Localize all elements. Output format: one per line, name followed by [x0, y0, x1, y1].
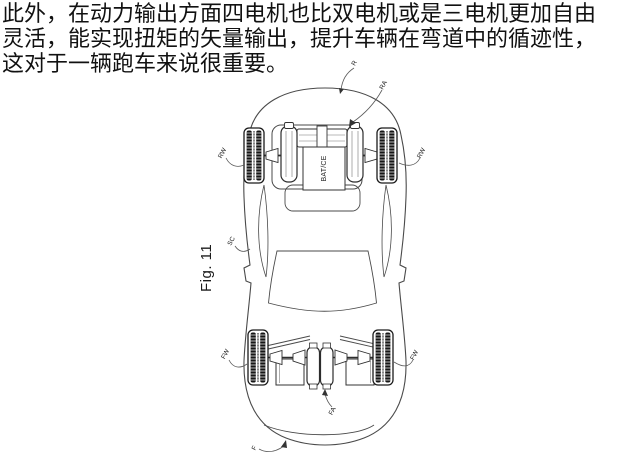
leader-front-axle — [324, 393, 333, 408]
front-motor-right — [319, 346, 334, 387]
article-paragraph: 此外，在动力输出方面四电机也比双电机或是三电机更加自由 灵活，能实现扭矩的矢量输… — [2, 1, 618, 76]
cv-joint — [357, 349, 371, 366]
label-front-wheel-left: FW — [220, 347, 231, 360]
crossbeam-clamp — [316, 125, 328, 151]
side-window-left — [258, 184, 269, 278]
cv-joint — [364, 147, 378, 164]
front-axle-assembly — [265, 335, 385, 390]
front-wheel-right — [372, 329, 394, 386]
leader-rear-wheel-right — [398, 157, 421, 166]
front-motor-cap — [309, 383, 318, 390]
rear-motor-left-cap — [284, 122, 294, 129]
label-rear-body: R — [350, 59, 359, 67]
front-tie-rods — [265, 335, 385, 350]
leader-front-wheel-right — [393, 359, 414, 367]
leader-rear-body — [340, 67, 355, 91]
rear-axle-assembly: BAT/CE — [264, 122, 379, 212]
front-motor-left — [306, 346, 321, 387]
patent-figure: BAT/CE — [198, 59, 428, 452]
front-motor-cap — [309, 342, 318, 349]
front-motor-cap — [322, 342, 331, 349]
cv-joint — [265, 147, 279, 164]
arrowhead — [322, 389, 328, 396]
front-bumper-line — [263, 424, 375, 436]
front-wheel-left — [247, 329, 269, 386]
label-front-body: F — [251, 445, 259, 452]
cv-joint — [269, 349, 283, 366]
label-front-wheel-right: FW — [409, 348, 420, 361]
side-window-right — [381, 184, 392, 278]
leader-rear-axle — [352, 89, 383, 123]
rear-motor-left — [280, 125, 298, 183]
article-line-2: 灵活，能实现扭矩的矢量输出，提升车辆在弯道中的循迹性， — [2, 26, 597, 51]
rear-wheel-right — [376, 127, 398, 184]
battery-label: BAT/CE — [321, 155, 328, 181]
figure-caption: Fig. 11 — [198, 244, 215, 292]
battery-box — [302, 146, 346, 191]
cv-joint — [334, 349, 348, 366]
article-line-3: 这对于一辆跑车来说很重要。 — [2, 51, 289, 76]
label-front-axle: FA — [328, 406, 338, 417]
cv-joint — [292, 349, 306, 366]
rear-motor-right — [346, 125, 364, 183]
front-motor-cap — [322, 383, 331, 390]
label-side-sill: SC — [226, 235, 237, 247]
label-rear-wheel-left: RW — [217, 146, 229, 160]
figure-labels: R RA RW RW SC FW FW FA F — [217, 59, 428, 452]
leader-side-sill — [234, 245, 251, 252]
car-body-outline — [243, 87, 407, 446]
article-line-1: 此外，在动力输出方面四电机也比双电机或是三电机更加自由 — [2, 1, 597, 26]
arrowhead — [281, 440, 287, 448]
windshield — [268, 250, 377, 312]
arrowhead — [339, 88, 344, 94]
rear-wheel-left — [243, 127, 265, 184]
leader-front-body — [258, 445, 285, 452]
leader-front-wheel-left — [228, 359, 248, 368]
leader-rear-wheel-left — [225, 157, 245, 167]
arrowhead — [349, 119, 356, 127]
label-rear-axle: RA — [378, 79, 389, 91]
label-rear-wheel-right: RW — [416, 146, 428, 160]
